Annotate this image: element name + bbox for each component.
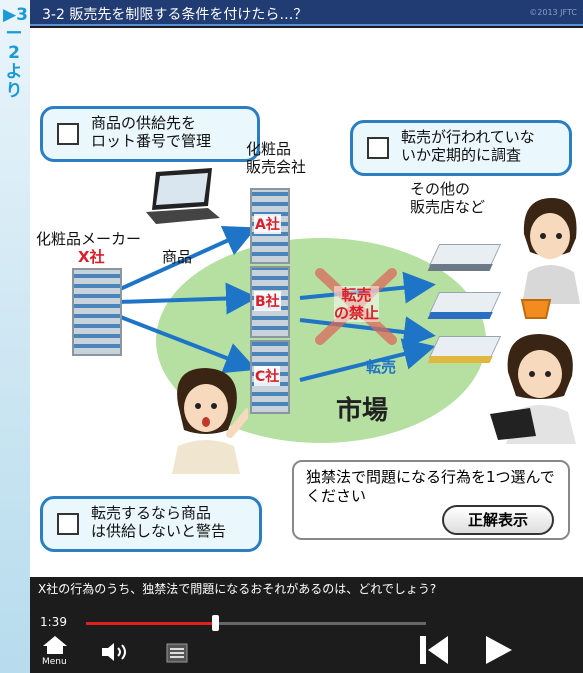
play-button[interactable] bbox=[482, 633, 516, 667]
checkbox-supply-lot-label: 商品の供給先を ロット番号で管理 bbox=[91, 114, 212, 150]
person-woman-pc bbox=[490, 334, 576, 444]
show-answer-button[interactable]: 正解表示 bbox=[442, 505, 554, 535]
checkbox-resale-survey-label: 転売が行われていな いか定期的に調査 bbox=[401, 128, 535, 164]
checkbox-icon bbox=[57, 513, 79, 535]
distributor-b-building: B社 bbox=[250, 266, 290, 338]
seek-progress bbox=[86, 622, 216, 625]
player-controls: 1:39 Menu bbox=[30, 603, 583, 673]
previous-icon bbox=[420, 636, 448, 664]
slide-stage: 市場 商品の供給先を ロッ bbox=[30, 28, 583, 577]
resale-label: 転売 bbox=[366, 358, 397, 376]
person-woman-pointing bbox=[172, 368, 248, 474]
chapter-marker: ▶3ー2より bbox=[3, 5, 28, 101]
checkbox-warn[interactable]: 転売するなら商品 は供給しないと警告 bbox=[40, 496, 262, 552]
checkbox-warn-label: 転売するなら商品 は供給しないと警告 bbox=[91, 504, 227, 540]
question-text: 独禁法で問題になる行為を1つ選んでください bbox=[306, 468, 555, 505]
resale-banned-label: 転売 の禁止 bbox=[334, 286, 380, 322]
other-stores-label: その他の 販売店など bbox=[410, 180, 486, 216]
previous-button[interactable] bbox=[418, 633, 452, 667]
store-stand-2 bbox=[427, 292, 502, 319]
checkbox-icon bbox=[57, 123, 79, 145]
company-a-label: A社 bbox=[254, 214, 281, 235]
laptop-icon bbox=[146, 168, 220, 224]
company-c-label: C社 bbox=[254, 365, 281, 386]
product-label: 商品 bbox=[162, 248, 193, 266]
transcript-icon bbox=[166, 643, 188, 663]
maker-building bbox=[72, 268, 122, 356]
distributor-label: 化粧品 販売会社 bbox=[246, 140, 307, 176]
volume-icon bbox=[102, 643, 126, 661]
seek-handle[interactable] bbox=[212, 615, 220, 631]
maker-label: 化粧品メーカー bbox=[36, 230, 142, 248]
transcript-button[interactable] bbox=[166, 643, 188, 663]
subtitle-caption: X社の行為のうち、独禁法で問題になるおそれがあるのは、どれでしょう? bbox=[30, 577, 583, 603]
maker-to-distributor-arrows bbox=[117, 226, 258, 374]
market-label: 市場 bbox=[336, 396, 389, 426]
maker-x-label: X社 bbox=[78, 248, 105, 266]
person-woman-shopper bbox=[522, 198, 580, 304]
menu-label: Menu bbox=[42, 657, 67, 667]
company-b-label: B社 bbox=[254, 291, 281, 312]
store-stand-1 bbox=[427, 244, 502, 271]
playback-time: 1:39 bbox=[40, 615, 67, 629]
chapter-strip: ▶3ー2より bbox=[0, 0, 30, 673]
copyright-text: ©2013 JFTC bbox=[529, 8, 577, 17]
lesson-title: 3-2 販売先を制限する条件を付けたら…？ bbox=[42, 7, 308, 23]
seek-bar[interactable] bbox=[86, 615, 426, 631]
volume-button[interactable] bbox=[100, 641, 134, 663]
title-bar: 3-2 販売先を制限する条件を付けたら…？ ©2013 JFTC bbox=[30, 0, 583, 26]
menu-button[interactable]: Menu bbox=[40, 635, 72, 671]
checkbox-supply-lot[interactable]: 商品の供給先を ロット番号で管理 bbox=[40, 106, 260, 162]
player-frame: 3-2 販売先を制限する条件を付けたら…？ ©2013 JFTC 市場 bbox=[30, 0, 583, 673]
menu-home-icon bbox=[43, 636, 67, 654]
checkbox-resale-survey[interactable]: 転売が行われていな いか定期的に調査 bbox=[350, 120, 572, 176]
distributor-c-building: C社 bbox=[250, 340, 290, 414]
play-icon bbox=[486, 636, 512, 664]
distributor-a-building: A社 bbox=[250, 188, 290, 264]
shopping-basket bbox=[520, 299, 552, 319]
checkbox-icon bbox=[367, 137, 389, 159]
